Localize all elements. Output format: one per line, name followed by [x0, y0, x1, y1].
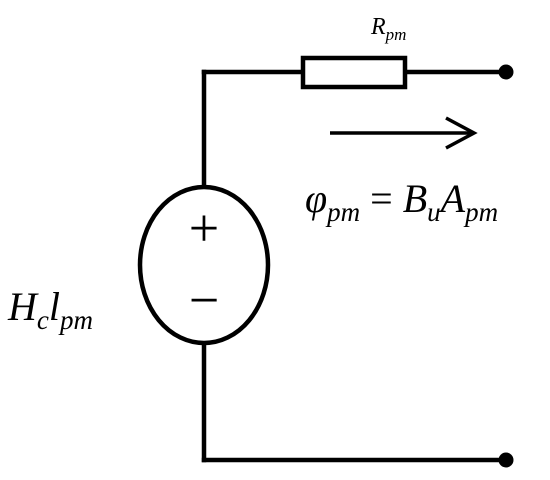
terminal-bottom	[498, 452, 514, 468]
flux-equation: φpm=BuApm	[305, 176, 498, 227]
source-l-symbol: l	[49, 284, 60, 329]
flux-b-symbol: B	[403, 176, 427, 221]
source-label: Hclpm	[7, 284, 93, 335]
terminal-top	[498, 64, 514, 80]
circuit-wires	[201, 69, 509, 463]
flux-symbol: φ	[305, 176, 327, 221]
source-minus-sign: −	[189, 270, 219, 330]
flux-subscript: pm	[325, 197, 360, 227]
source-plus-sign: +	[189, 198, 219, 258]
flux-direction-arrow	[330, 116, 478, 150]
resistor-subscript: pm	[385, 25, 407, 44]
flux-equals: =	[370, 176, 393, 221]
source-h-subscript: c	[37, 305, 49, 335]
flux-b-subscript: u	[427, 197, 441, 227]
source-l-subscript: pm	[58, 305, 93, 335]
resistor-symbol: R	[370, 14, 386, 40]
resistor-label: Rpm	[370, 14, 406, 44]
flux-a-subscript: pm	[463, 197, 498, 227]
flux-a-symbol: A	[438, 176, 466, 221]
mmf-source	[137, 184, 271, 346]
source-h-symbol: H	[7, 284, 39, 329]
resistor-rpm	[300, 55, 408, 90]
